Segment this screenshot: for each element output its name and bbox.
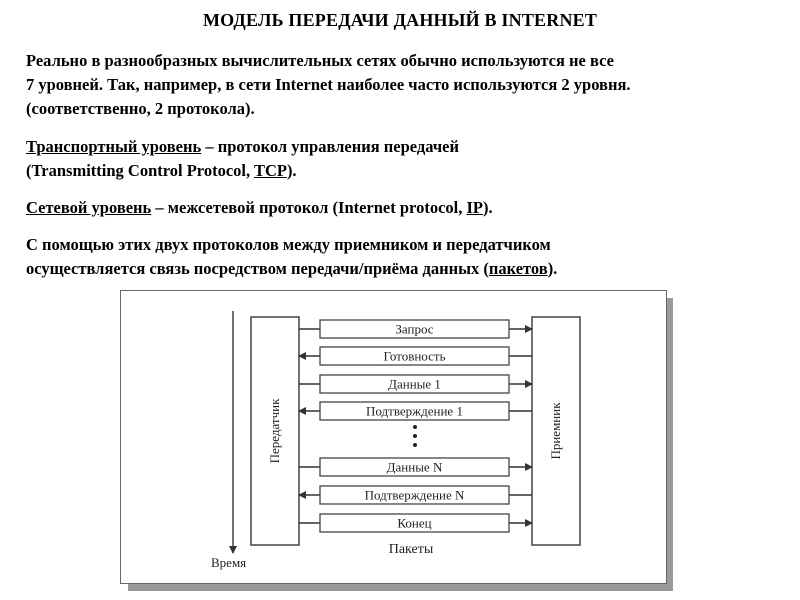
intro-line-1: Реально в разнообразных вычислительных с… — [26, 51, 614, 70]
network-layer-end: ). — [482, 198, 493, 217]
packet-box — [319, 485, 510, 505]
transport-layer-end: ). — [286, 161, 297, 180]
receiver-box — [531, 316, 581, 546]
packets-paragraph: С помощью этих двух протоколов между при… — [26, 233, 786, 281]
protocol-diagram-svg: Время Передатчик Приемник ЗапросГотовнос… — [211, 311, 581, 570]
packets-caption: Пакеты — [389, 542, 434, 557]
packet-label: Подтверждение N — [365, 488, 465, 503]
transport-layer-term: Транспортный уровень — [26, 137, 202, 156]
sender-box — [250, 316, 300, 546]
transport-layer-desc: – протокол управления передачей — [201, 137, 459, 156]
packet-label: Данные N — [387, 460, 443, 475]
tcp-abbr: TCP — [253, 161, 287, 180]
packets-line-1: С помощью этих двух протоколов между при… — [26, 235, 551, 254]
network-layer-paragraph: Сетевой уровень – межсетевой протокол (I… — [26, 196, 786, 220]
packet-box — [319, 401, 510, 421]
ellipsis-dot — [413, 425, 417, 429]
network-layer-term: Сетевой уровень — [26, 198, 152, 217]
time-label: Время — [211, 555, 246, 570]
packet-label: Данные 1 — [388, 377, 441, 392]
transport-layer-paragraph: Транспортный уровень – протокол управлен… — [26, 135, 786, 183]
packets-term: пакетов — [488, 259, 548, 278]
intro-line-3: (соответственно, 2 протокола). — [26, 99, 255, 118]
packets-line-end: ). — [547, 259, 558, 278]
intro-paragraph: Реально в разнообразных вычислительных с… — [26, 49, 786, 121]
packet-box — [319, 346, 510, 366]
ip-abbr: IP — [466, 198, 483, 217]
packet-box — [319, 513, 510, 533]
ellipsis-dot — [413, 443, 417, 447]
packet-label: Готовность — [383, 349, 445, 364]
network-layer-desc: – межсетевой протокол (Internet protocol… — [151, 198, 467, 217]
sender-label: Передатчик — [267, 398, 282, 463]
packet-label: Запрос — [395, 322, 433, 337]
transport-layer-full: (Transmitting Control Protocol, — [26, 161, 254, 180]
packets-line-2: осуществляется связь посредством передач… — [26, 259, 489, 278]
packet-box — [319, 374, 510, 394]
packet-box — [319, 319, 510, 339]
intro-line-2: 7 уровней. Так, например, в сети Interne… — [26, 75, 631, 94]
packet-label: Конец — [397, 516, 431, 531]
receiver-label: Приемник — [548, 402, 563, 460]
packet-box — [319, 457, 510, 477]
page-title: МОДЕЛЬ ПЕРЕДАЧИ ДАННЫЙ В INTERNET — [202, 10, 598, 30]
ellipsis-dot — [413, 434, 417, 438]
packet-label: Подтверждение 1 — [366, 404, 463, 419]
